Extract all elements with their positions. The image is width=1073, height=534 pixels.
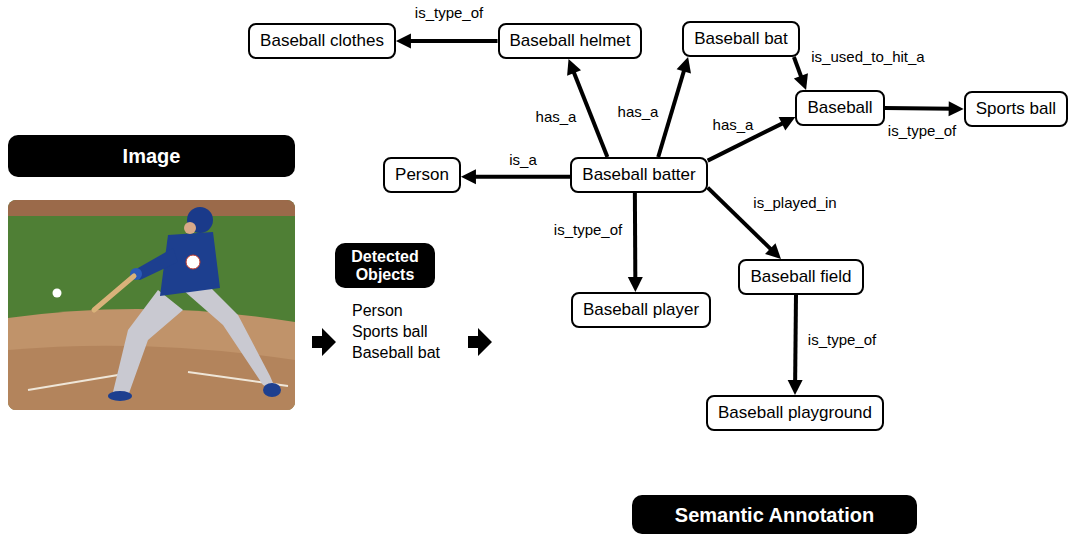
chalk-line <box>28 372 288 390</box>
concept-box: Baseball bat <box>682 21 800 57</box>
concept-text: Baseball clothes <box>260 31 384 50</box>
batter-shoe <box>263 383 281 397</box>
relation-label: has_a <box>616 103 661 121</box>
arrow-head <box>794 73 808 90</box>
band-text: Detected Objects <box>341 248 429 284</box>
relation-label: is_a <box>507 151 539 169</box>
concept-text: Baseball playground <box>718 403 872 422</box>
arrow-head <box>567 59 581 76</box>
relation-arrow <box>396 34 498 49</box>
detected-object-label: Baseball bat <box>352 343 440 362</box>
detected-object-label: Sports ball <box>352 322 428 341</box>
bat <box>94 276 134 310</box>
relation-label: is_type_of <box>552 221 624 239</box>
title-band: Semantic Annotation <box>632 495 917 534</box>
arrow-head <box>628 277 643 292</box>
relation-arrow <box>628 193 643 292</box>
flow-arrow <box>312 328 336 356</box>
title-band: Image <box>8 135 295 177</box>
detected-object-label: Person <box>352 301 403 320</box>
relation-line <box>658 68 685 157</box>
batter-leg <box>113 290 183 396</box>
band-text: Image <box>123 145 181 167</box>
grass <box>8 200 295 410</box>
concept-box: Baseball playground <box>706 395 884 431</box>
jersey-logo <box>186 255 200 269</box>
concept-text: Baseball batter <box>582 165 695 184</box>
concept-box: Baseball field <box>738 259 863 295</box>
relation-arrow <box>794 57 808 90</box>
arrow-head <box>677 57 691 74</box>
arrow-head <box>396 34 411 49</box>
concept-text: Baseball bat <box>694 29 788 48</box>
relation-line <box>633 193 637 281</box>
relation-arrow <box>708 117 796 161</box>
relation-arrow <box>461 169 570 184</box>
baseball-photo <box>8 200 295 410</box>
concept-text: Person <box>395 165 449 184</box>
relation-label: is_played_in <box>751 194 838 212</box>
relation-label: is_type_of <box>806 331 878 349</box>
concept-text: Baseball player <box>583 300 699 319</box>
arrow-head <box>765 243 781 259</box>
batter-leg <box>183 285 276 390</box>
concept-box: Baseball helmet <box>498 23 643 59</box>
arrow-head <box>779 117 796 130</box>
concept-box: Baseball batter <box>570 157 707 193</box>
concept-box: Baseball player <box>571 292 711 328</box>
arrow-head <box>788 380 803 395</box>
batter-face <box>184 222 196 234</box>
batter-shoe <box>108 391 132 401</box>
arrow-head <box>461 169 476 184</box>
concept-text: Baseball field <box>750 267 851 286</box>
concept-box: Sports ball <box>964 91 1068 127</box>
concept-text: Sports ball <box>976 99 1056 118</box>
relation-label: has_a <box>711 116 756 134</box>
relation-label: is_type_of <box>886 122 958 140</box>
relation-label: is_type_of <box>413 4 485 22</box>
relation-line <box>472 175 570 179</box>
concept-text: Baseball helmet <box>510 31 631 50</box>
flow-arrow <box>468 328 492 356</box>
warning-track <box>8 200 295 216</box>
relation-line <box>407 39 498 43</box>
title-band: Detected Objects <box>335 243 435 288</box>
concept-box: Person <box>383 157 461 193</box>
relation-label: has_a <box>534 108 579 126</box>
band-text: Semantic Annotation <box>675 504 874 526</box>
relation-line <box>793 295 798 384</box>
concept-box: Baseball clothes <box>248 23 396 59</box>
relation-arrow <box>658 57 691 157</box>
ball <box>53 289 62 298</box>
concept-text: Baseball <box>807 98 872 117</box>
relation-line <box>885 106 953 111</box>
concept-box: Baseball <box>795 90 884 126</box>
arrow-head <box>949 101 964 116</box>
relation-arrow <box>788 295 803 395</box>
relation-arrow <box>885 101 964 116</box>
relation-label: is_used_to_hit_a <box>809 48 926 66</box>
